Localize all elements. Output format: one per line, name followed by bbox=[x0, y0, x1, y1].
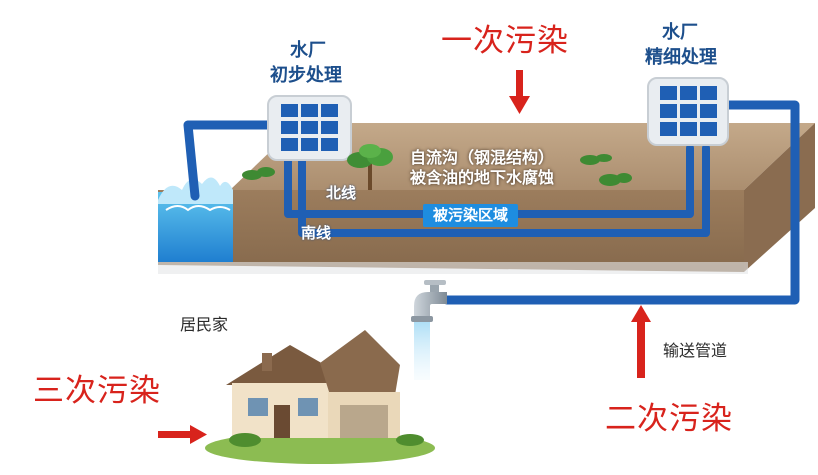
ditch-description-line2: 被含油的地下水腐蚀 bbox=[410, 168, 555, 187]
pipeline-label: 输送管道 bbox=[663, 341, 728, 360]
faucet-icon bbox=[411, 280, 447, 322]
bush-icon bbox=[242, 154, 632, 186]
arrow-down-icon bbox=[509, 70, 530, 114]
residence-label: 居民家 bbox=[180, 315, 229, 334]
plant-primary-box bbox=[267, 95, 352, 161]
plant-fine-name: 水厂 bbox=[662, 22, 698, 43]
intake-pipe bbox=[183, 120, 293, 201]
pollution-third-label: 三次污染 bbox=[33, 373, 161, 409]
ditch-description-line1: 自流沟（钢混结构） bbox=[410, 148, 555, 167]
plant-primary-process: 初步处理 bbox=[270, 65, 342, 86]
north-line-label: 北线 bbox=[326, 184, 357, 202]
plant-primary-name: 水厂 bbox=[290, 40, 326, 61]
south-line-pipe bbox=[298, 144, 710, 237]
pollution-first-label: 一次污染 bbox=[441, 23, 569, 59]
south-line-label: 南线 bbox=[301, 224, 332, 242]
arrow-up-icon bbox=[631, 305, 651, 378]
ground-shadow bbox=[158, 262, 748, 274]
house-icon bbox=[205, 330, 435, 464]
tree-icon bbox=[347, 144, 393, 190]
pollution-second-label: 二次污染 bbox=[605, 401, 733, 437]
polluted-zone-label: 被污染区域 bbox=[423, 204, 519, 227]
plant-fine-process: 精细处理 bbox=[645, 47, 717, 68]
arrow-right-icon bbox=[158, 425, 207, 444]
delivery-pipe bbox=[442, 100, 800, 305]
plant-fine-box bbox=[647, 77, 729, 146]
water-stream bbox=[414, 314, 430, 380]
